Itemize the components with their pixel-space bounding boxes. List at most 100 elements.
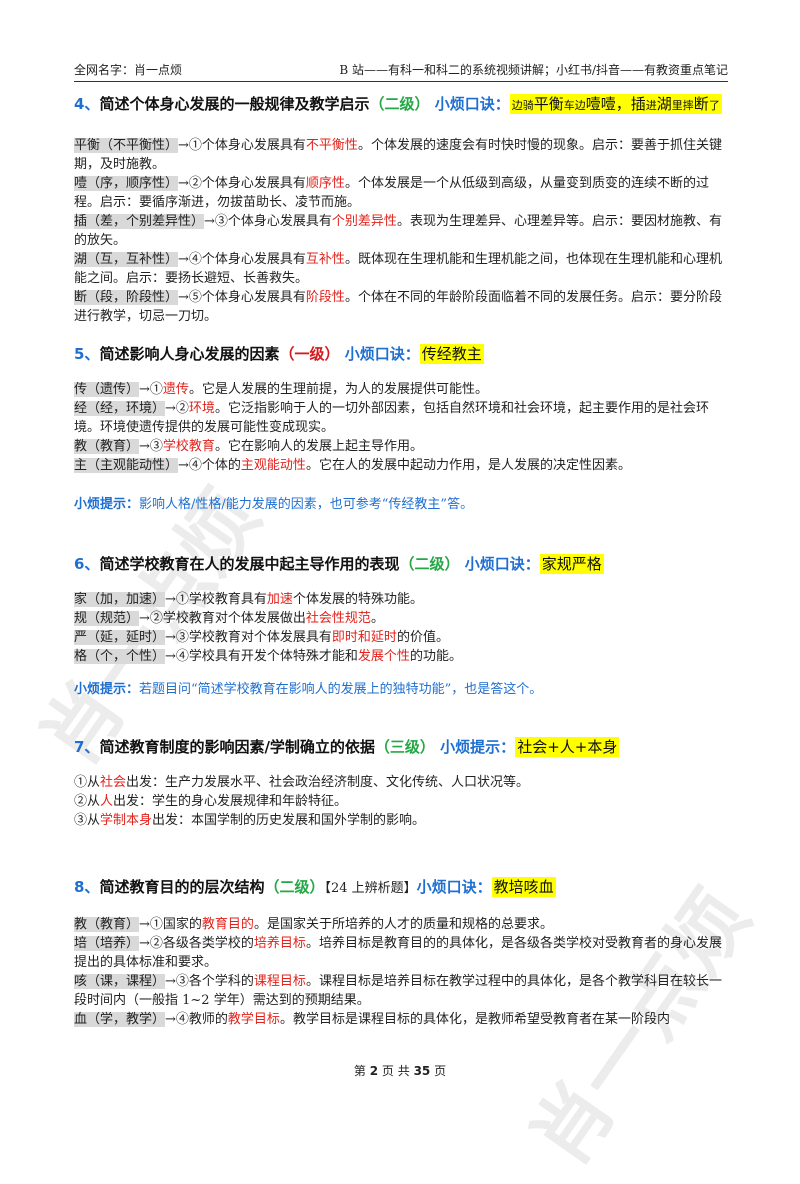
level-tag: （三级） xyxy=(374,738,435,756)
point-text: 个体发展的特殊功能。 xyxy=(292,592,423,607)
section-6: 6、简述学校教育在人的发展中起主导作用的表现（二级） 小烦口诀：家规严格 家（加… xyxy=(74,552,728,735)
page-footer: 第 2 页 共 35 页 xyxy=(353,1064,447,1078)
point-keyword: 环境 xyxy=(188,401,215,416)
mnemonic-key: 主（主观能动性） xyxy=(74,458,179,473)
mnemonic-key: 规（规范） xyxy=(74,611,140,626)
section-heading: 简述教育制度的影响因素/学制确立的依据 xyxy=(99,738,375,756)
point-text: 。它在人的发展中起动力作用，是人发展的决定性因素。 xyxy=(305,458,631,473)
mnemonic-key: 严（延，延时） xyxy=(74,630,166,645)
level-tag: （二级） xyxy=(399,555,460,573)
point-lead: →③学校教育对个体发展具有 xyxy=(165,630,332,645)
mnemonic-key: 湖（互，互补性） xyxy=(74,252,179,267)
point-keyword: 互补性 xyxy=(305,252,345,267)
page-total: 35 xyxy=(413,1064,431,1078)
point-lead: →② xyxy=(165,401,189,416)
point-line: 主（主观能动性）→④个体的主观能动性。它在人的发展中起动力作用，是人发展的决定性… xyxy=(74,456,728,475)
point-keyword: 社会 xyxy=(100,775,127,790)
point-keyword: 加速 xyxy=(266,592,293,607)
point-text: 出发：生产力发展水平、社会政治经济制度、文化传统、人口状况等。 xyxy=(126,775,530,790)
level-tag: （二级） xyxy=(369,95,430,113)
point-line: 断（段，阶段性）→⑤个体身心发展具有阶段性。个体在不同的年龄阶段面临着不同的发展… xyxy=(74,288,728,326)
mnemonic-key: 平衡（不平衡性） xyxy=(74,138,179,153)
mnemonic-key: 培（培养） xyxy=(74,936,140,951)
point-lead: →④个体的 xyxy=(178,458,241,473)
section-number: 7、 xyxy=(74,738,100,756)
page-header: 全网名字：肖一点烦 B 站——有科一和科二的系统视频讲解；小红书/抖音——有教资… xyxy=(74,56,728,82)
section-heading: 简述个体身心发展的一般规律及教学启示 xyxy=(99,95,370,113)
section-heading: 简述影响人身心发展的因素 xyxy=(99,345,280,363)
section-5: 5、简述影响人身心发展的因素（一级） 小烦口诀：传经教主 传（遗传）→①遗传。它… xyxy=(74,342,728,552)
section-number: 6、 xyxy=(74,555,100,573)
point-text: 的功能。 xyxy=(409,649,462,664)
point-lead: →②各级各类学校的 xyxy=(139,936,254,951)
point-text: 的价值。 xyxy=(396,630,449,645)
point-lead: →⑤个体身心发展具有 xyxy=(178,290,306,305)
section-title: 6、简述学校教育在人的发展中起主导作用的表现（二级） 小烦口诀：家规严格 xyxy=(74,552,728,576)
mnemonic-key: 教（教育） xyxy=(74,439,140,454)
point-lead: ③从 xyxy=(74,813,101,828)
point-line: 严（延，延时）→③学校教育对个体发展具有即时和延时的价值。 xyxy=(74,628,728,647)
mnemonic-key: 血（学，教学） xyxy=(74,1012,166,1027)
mnemonic: 边骑平衡车边噎噎，插进湖里摔断了 xyxy=(509,94,722,114)
point-text: 。既体现在生理机能和生理机能之间，也体现在生理机能和心理机能之间。启示：要扬长避… xyxy=(74,252,722,286)
point-keyword: 主观能动性 xyxy=(240,458,306,473)
point-line: 经（经，环境）→②环境。它泛指影响于人的一切外部因素，包括自然环境和社会环境，起… xyxy=(74,399,728,437)
mnemonic-label: 小烦口诀： xyxy=(416,878,492,896)
point-lead: →②个体身心发展具有 xyxy=(178,176,306,191)
point-text: 。培养目标是教育目的的具体化，是各级各类学校对受教育者的身心发展提出的具体标准和… xyxy=(74,936,722,970)
point-keyword: 学制本身 xyxy=(100,813,153,828)
section-7: 7、简述教育制度的影响因素/学制确立的依据（三级） 小烦提示：社会+人+本身 ①… xyxy=(74,735,728,875)
section-title: 5、简述影响人身心发展的因素（一级） 小烦口诀：传经教主 xyxy=(74,342,728,366)
point-lead: →① xyxy=(139,382,163,397)
level-tag: （二级） xyxy=(264,878,325,896)
point-text: 。它在影响人的发展上起主导作用。 xyxy=(214,439,423,454)
point-keyword: 社会性规范 xyxy=(305,611,371,626)
point-keyword: 发展个性 xyxy=(357,649,410,664)
point-line: 规（规范）→②学校教育对个体发展做出社会性规范。 xyxy=(74,609,728,628)
point-text: 。个体发展的速度会有时快时慢的现象。启示：要善于抓住关键期，及时施教。 xyxy=(74,138,722,172)
mnemonic-key: 插（差，个别差异性） xyxy=(74,214,205,229)
point-text: 。 xyxy=(370,611,384,626)
tip: 小烦提示：影响人格/性格/能力发展的因素，也可参考“传经教主”答。 xyxy=(74,497,474,512)
point-line: 平衡（不平衡性）→①个体身心发展具有不平衡性。个体发展的速度会有时快时慢的现象。… xyxy=(74,136,728,174)
point-text: 出发：本国学制的历史发展和国外学制的影响。 xyxy=(152,813,426,828)
point-lead: →④个体身心发展具有 xyxy=(178,252,306,267)
exam-tag: 【24 上辨析题】 xyxy=(324,881,417,896)
point-keyword: 阶段性 xyxy=(305,290,345,305)
section-number: 8、 xyxy=(74,878,100,896)
header-left: 全网名字：肖一点烦 xyxy=(74,63,183,77)
point-line: 噎（序，顺序性）→②个体身心发展具有顺序性。个体发展是一个从低级到高级，从量变到… xyxy=(74,174,728,212)
content: 4、简述个体身心发展的一般规律及教学启示（二级） 小烦口诀：边骑平衡车边噎噎，插… xyxy=(74,92,728,1029)
point-text: 。它是人发展的生理前提，为人的发展提供可能性。 xyxy=(188,382,488,397)
mnemonic-key: 经（经，环境） xyxy=(74,401,166,416)
mnemonic-key: 家（加，加速） xyxy=(74,592,166,607)
point-lead: →④学校具有开发个体特殊才能和 xyxy=(165,649,358,664)
point-keyword: 学校教育 xyxy=(162,439,215,454)
mnemonic: 家规严格 xyxy=(539,554,604,574)
mnemonic-label: 小烦口诀： xyxy=(464,555,540,573)
mnemonic-key: 断（段，阶段性） xyxy=(74,290,179,305)
point-line: 家（加，加速）→①学校教育具有加速个体发展的特殊功能。 xyxy=(74,590,728,609)
section-number: 4、 xyxy=(74,95,100,113)
point-text: 。课程目标是培养目标在教学过程中的具体化，是各个教学科目在较长一段时间内（一般指… xyxy=(74,974,722,1008)
point-lead: →①国家的 xyxy=(139,917,202,932)
point-lead: →③个体身心发展具有 xyxy=(204,214,332,229)
point-keyword: 遗传 xyxy=(162,382,189,397)
section-title: 8、简述教育目的的层次结构（二级）【24 上辨析题】小烦口诀：教培咳血 xyxy=(74,875,728,901)
point-keyword: 教育目的 xyxy=(201,917,254,932)
point-line: 血（学，教学）→④教师的教学目标。教学目标是课程目标的具体化，是教师希望受教育者… xyxy=(74,1010,728,1029)
section-number: 5、 xyxy=(74,345,100,363)
mnemonic-label: 小烦口诀： xyxy=(434,95,510,113)
point-lead: →①个体身心发展具有 xyxy=(178,138,306,153)
section-heading: 简述学校教育在人的发展中起主导作用的表现 xyxy=(99,555,400,573)
mnemonic-label: 小烦提示： xyxy=(440,738,516,756)
mnemonic-label: 小烦口诀： xyxy=(344,345,420,363)
point-text: 。它泛指影响于人的一切外部因素，包括自然环境和社会环境，起主要作用的是社会环境。… xyxy=(74,401,709,435)
point-keyword: 顺序性 xyxy=(305,176,345,191)
point-text: 。个体在不同的年龄阶段面临着不同的发展任务。启示：要分阶段进行教学，切忌一刀切。 xyxy=(74,290,722,324)
point-lead: →③各个学科的 xyxy=(165,974,254,989)
mnemonic: 传经教主 xyxy=(419,344,484,364)
point-line: ②从人出发：学生的身心发展规律和年龄特征。 xyxy=(74,792,728,811)
point-lead: →④教师的 xyxy=(165,1012,228,1027)
point-text: 出发：学生的身心发展规律和年龄特征。 xyxy=(113,794,348,809)
